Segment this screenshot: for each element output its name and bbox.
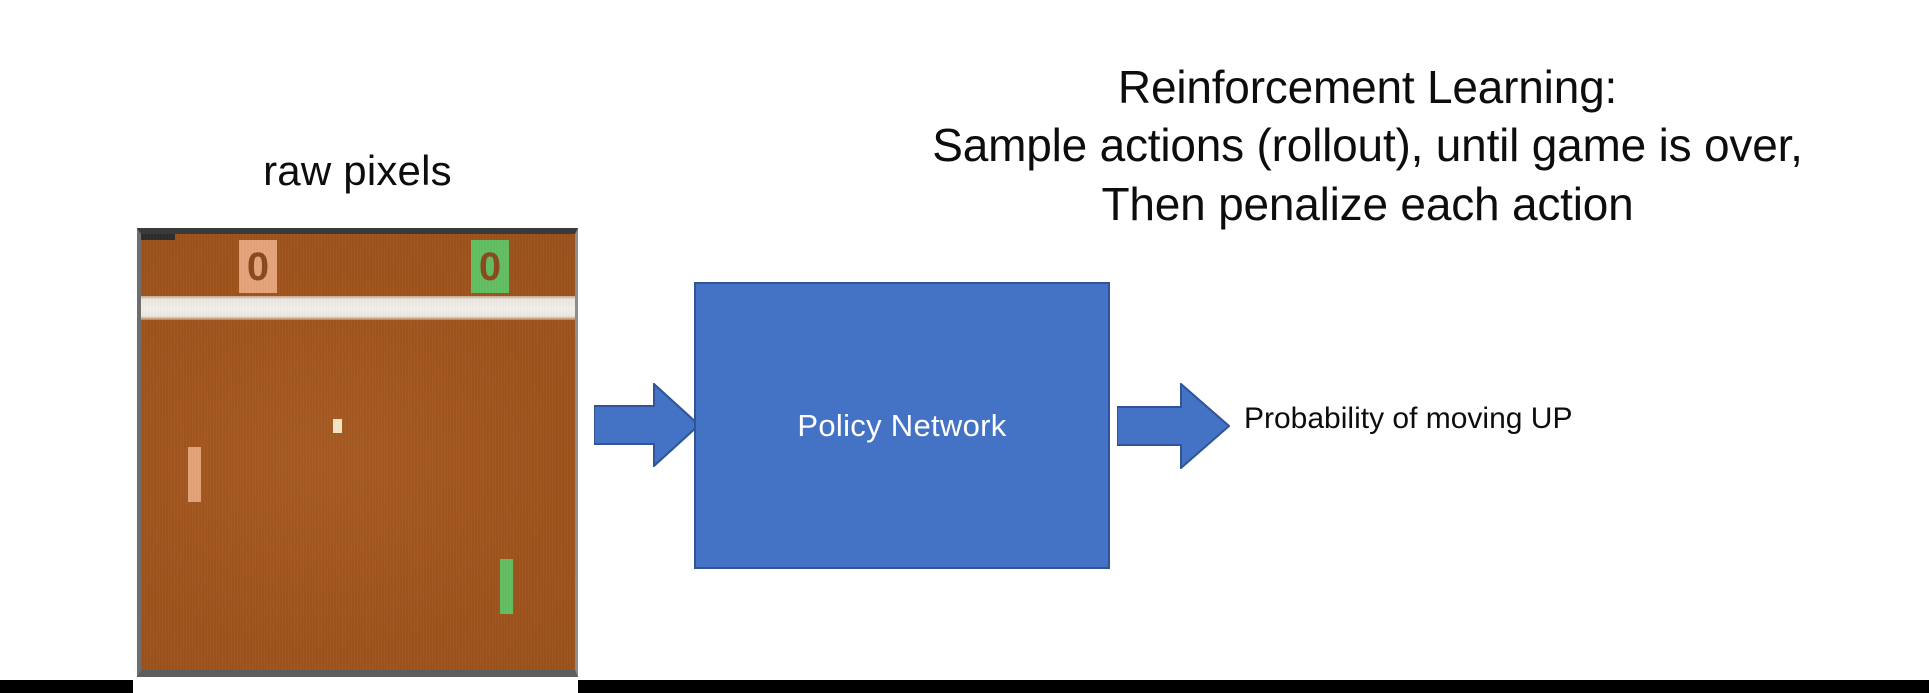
pong-score-divider: [141, 296, 575, 320]
pong-ball: [333, 419, 342, 433]
heading-line-2: Sample actions (rollout), until game is …: [932, 119, 1803, 172]
pong-screen: 0 0: [141, 234, 575, 670]
right-arrow-icon: [1117, 383, 1230, 469]
right-arrow-icon: [594, 383, 700, 467]
raw-pixels-caption: raw pixels: [263, 147, 452, 194]
input-right-arrow-icon: [594, 383, 700, 467]
heading-line-1: Reinforcement Learning:: [1117, 61, 1618, 113]
screen-corner-nub: [141, 234, 175, 240]
policy-network-box[interactable]: Policy Network: [694, 282, 1110, 569]
reinforcement-learning-heading: Reinforcement Learning: Sample actions (…: [806, 58, 1929, 233]
pong-game-frame: 0 0: [137, 228, 578, 677]
policy-network-label: Policy Network: [797, 407, 1007, 443]
pong-score-left: 0: [239, 240, 277, 293]
pong-paddle-left: [188, 447, 201, 502]
output-right-arrow-icon: [1117, 383, 1230, 469]
pong-score-right: 0: [471, 240, 509, 293]
heading-line-3: Then penalize each action: [1101, 177, 1634, 230]
bottom-bar-right: [578, 680, 1929, 693]
bottom-bar-left: [0, 680, 133, 693]
pong-paddle-right: [500, 559, 513, 614]
output-probability-label: Probability of moving UP: [1244, 402, 1573, 435]
